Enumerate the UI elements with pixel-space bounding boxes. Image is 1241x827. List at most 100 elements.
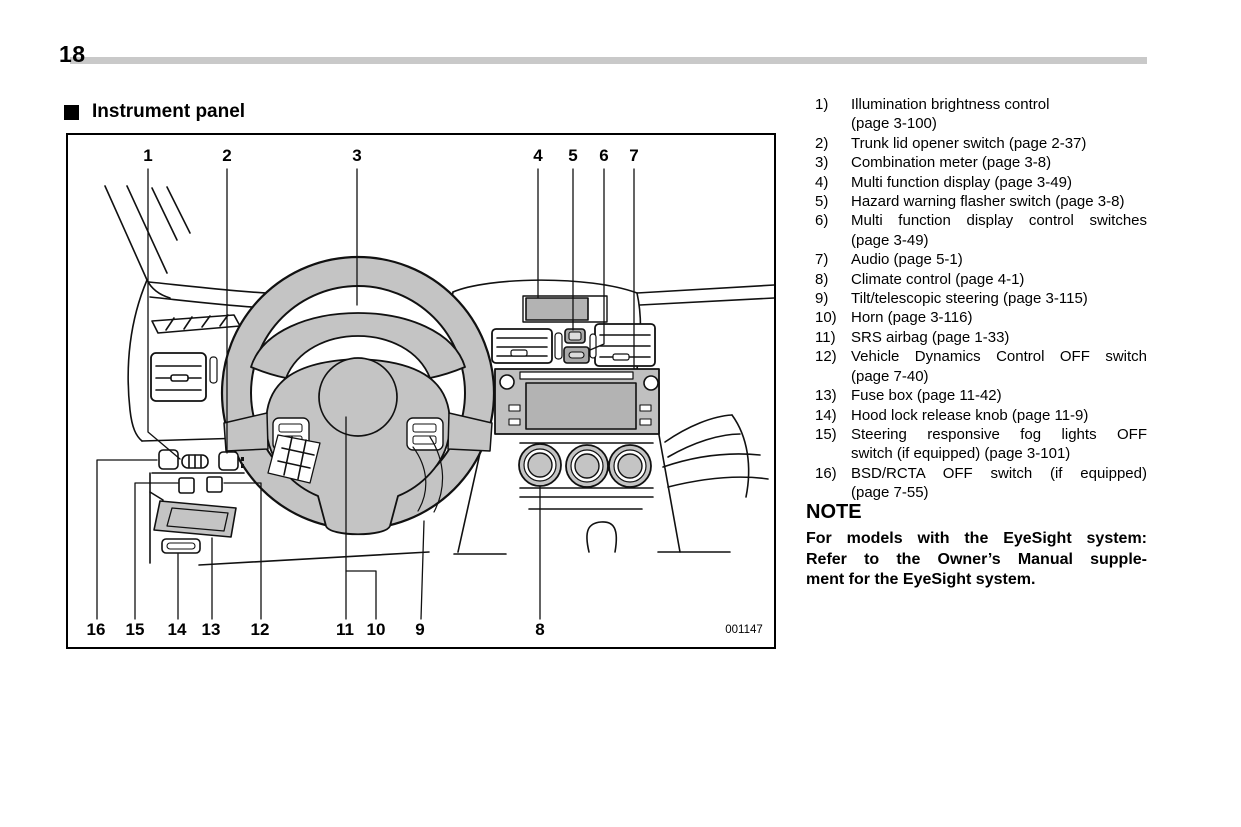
legend-item-line: Trunk lid opener switch (page 2-37): [851, 134, 1087, 152]
legend-item: 10) Horn (page 3-116): [815, 308, 1147, 327]
header-bar: [70, 57, 1147, 64]
callout-5: 5: [568, 146, 578, 165]
gear-shifter: [586, 521, 618, 553]
dash-top-left: [127, 279, 304, 442]
vdc-off-switch: [206, 476, 223, 493]
legend-item-line: Combination meter (page 3-8): [851, 154, 1052, 172]
legend-item-number: 12): [815, 348, 837, 366]
legend-item: 6) Multi function display control switche…: [815, 211, 1147, 250]
legend-item-line: Hood lock release knob (page 11-9): [851, 406, 1089, 424]
callout-leader-lines: [96, 168, 635, 620]
audio-screen: [525, 382, 637, 430]
legend-item-number: 6): [815, 212, 829, 230]
legend-item-line: (page 7-40): [851, 367, 929, 385]
legend-item-text: Hood lock release knob (page 11-9): [851, 406, 1147, 425]
steering-wheel: [220, 255, 496, 536]
legend-item: 7) Audio (page 5-1): [815, 250, 1147, 269]
note-body: For models with the EyeSight system: Refe…: [806, 529, 1147, 591]
legend-item: 12) Vehicle Dynamics Control OFF switch(p…: [815, 347, 1147, 386]
callout-13: 13: [201, 620, 221, 639]
legend-item-line: SRS airbag (page 1-33): [851, 328, 1010, 346]
legend-item-text: Fuse box (page 11-42): [851, 386, 1147, 405]
legend-item-line: Climate control (page 4-1): [851, 270, 1025, 288]
center-left-vent: [491, 328, 553, 364]
left-air-vent: [150, 352, 218, 402]
legend-item-line: Hazard warning flasher switch (page 3-8): [851, 193, 1125, 211]
callout-4: 4: [533, 146, 543, 165]
note-line: For models with the EyeSight system:: [806, 530, 1147, 547]
instrument-panel-figure: 1 2 3 4 5 6 7 8 9 10 11 12 13 14 15 16 0…: [66, 133, 776, 649]
legend-item-number: 7): [815, 251, 829, 269]
legend-item: 8) Climate control (page 4-1): [815, 270, 1147, 289]
legend-item-line: Vehicle Dynamics Control OFF switch: [851, 348, 1147, 366]
dashboard-illustration: [96, 168, 774, 620]
legend-item-number: 8): [815, 270, 829, 288]
legend-item-line: Multi function display (page 3-49): [851, 173, 1072, 191]
legend-item: 4) Multi function display (page 3-49): [815, 173, 1147, 192]
callout-3: 3: [352, 146, 362, 165]
switch-cluster: [141, 437, 245, 564]
multi-function-display: [525, 297, 589, 321]
legend-item-line: (page 3-49): [851, 231, 929, 249]
legend-item: 9)Tilt/telescopic steering (page 3-115): [815, 289, 1147, 308]
legend-item-text: Climate control (page 4-1): [851, 270, 1147, 289]
section-title: Instrument panel: [92, 101, 246, 122]
legend-item-line: Fuse box (page 11-42): [851, 387, 1002, 405]
legend-item-line: Illumination brightness control: [851, 96, 1050, 113]
legend-item-number: 13): [815, 387, 837, 405]
legend-item-line: Multi function display control switches: [851, 212, 1147, 230]
legend-item-number: 3): [815, 154, 829, 172]
section-heading: Instrument panel: [64, 101, 245, 123]
callout-11: 11: [336, 620, 354, 639]
callout-1: 1: [143, 146, 153, 165]
note-line: ment for the EyeSight system.: [806, 571, 1036, 588]
page-number: 18: [59, 41, 86, 67]
section-bullet-icon: [64, 104, 79, 120]
legend-item-number: 14): [815, 406, 837, 424]
callout-7: 7: [629, 146, 639, 165]
legend-item: 16) BSD/RCTA OFF switch (if equipped) (pag…: [815, 464, 1147, 503]
legend-item-number: 2): [815, 134, 829, 152]
callout-2: 2: [222, 146, 232, 165]
a-pillar-lines: [104, 185, 191, 299]
horn-pad: [318, 357, 398, 437]
callout-8: 8: [535, 620, 545, 639]
callout-16: 16: [86, 620, 106, 639]
callout-14: 14: [167, 620, 187, 639]
trunk-lid-switch: [218, 451, 244, 471]
fuse-box-lid: [153, 500, 237, 538]
legend-item-text: Horn (page 3-116): [851, 308, 1147, 327]
legend-item-text: SRS airbag (page 1-33): [851, 328, 1147, 347]
note-line: Refer to the Owner’s Manual supple-: [806, 550, 1147, 568]
legend-item-number: 16): [815, 464, 837, 482]
legend-item-text: Illumination brightness control(page 3-1…: [851, 95, 1147, 134]
callout-12: 12: [250, 620, 270, 639]
legend-item: 1) Illumination brightness control(page 3…: [815, 95, 1147, 134]
callout-9: 9: [415, 620, 425, 639]
callout-15: 15: [125, 620, 145, 639]
legend-item-number: 1): [815, 96, 829, 113]
legend-item: 5) Hazard warning flasher switch (page 3-…: [815, 192, 1147, 211]
legend-item-text: Audio (page 5-1): [851, 250, 1147, 269]
callout-6: 6: [599, 146, 609, 165]
legend-item-text: Combination meter (page 3-8): [851, 153, 1147, 172]
legend-item: 11) SRS airbag (page 1-33): [815, 328, 1147, 347]
legend-item-number: 11): [815, 328, 836, 346]
legend-item-line: (page 7-55): [851, 484, 929, 502]
legend-item-text: Multi function display control switches(…: [851, 211, 1147, 250]
legend-item-number: 5): [815, 193, 829, 211]
legend-item: 3) Combination meter (page 3-8): [815, 153, 1147, 172]
legend-item-number: 9): [815, 290, 829, 308]
legend-item-number: 10): [815, 309, 837, 327]
callout-10: 10: [366, 620, 386, 639]
legend-item-line: BSD/RCTA OFF switch (if equipped): [851, 464, 1147, 482]
legend-item-line: switch (if equipped) (page 3-101): [851, 445, 1071, 463]
legend-item-number: 4): [815, 173, 829, 191]
legend-list: 1)Illumination brightness control(page 3…: [815, 95, 1147, 503]
airbag-pad: [265, 358, 451, 536]
legend-item-line: Horn (page 3-116): [851, 309, 973, 327]
legend-item-text: Multi function display (page 3-49): [851, 173, 1147, 192]
